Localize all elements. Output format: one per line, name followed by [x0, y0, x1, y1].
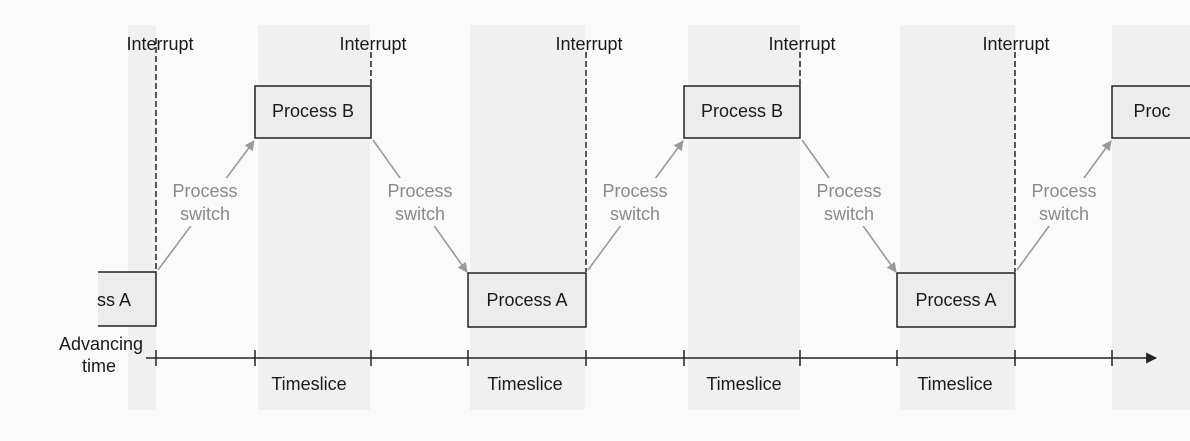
label-knockout	[1021, 178, 1107, 226]
timeslice-label: Timeslice	[487, 374, 562, 394]
process-switch-label-line2: switch	[180, 204, 230, 224]
box-label: Process A	[486, 290, 567, 310]
label-knockout	[592, 178, 678, 226]
timeslice-label: Timeslice	[706, 374, 781, 394]
interrupt-label: Interrupt	[982, 34, 1049, 54]
process-switch-label-line2: switch	[610, 204, 660, 224]
process-b-box	[254, 85, 372, 139]
box-label: Process B	[272, 101, 354, 121]
timeslice-label: Timeslice	[271, 374, 346, 394]
axis-label-line1: Advancing	[59, 334, 143, 354]
label-knockout	[806, 178, 892, 226]
process-a-box	[896, 272, 1016, 328]
process-a-box-partial	[98, 271, 157, 327]
process-switch-label-line1: Process	[602, 181, 667, 201]
label-knockout	[377, 178, 463, 226]
timeslice-label: Timeslice	[917, 374, 992, 394]
interrupt-label: Interrupt	[768, 34, 835, 54]
process-switch-label-line1: Process	[387, 181, 452, 201]
shade-band	[900, 25, 1015, 410]
process-switch-label-line1: Process	[1031, 181, 1096, 201]
shade-band	[470, 25, 585, 410]
label-knockout	[162, 178, 248, 226]
axis-label-line2: time	[82, 356, 116, 376]
box-label: ss A	[97, 290, 131, 310]
shade-band	[258, 25, 370, 410]
process-b-box-partial	[1111, 85, 1190, 139]
interrupt-label: Interrupt	[126, 34, 193, 54]
box-label: Process A	[915, 290, 996, 310]
shade-band	[128, 25, 156, 410]
process-a-box	[467, 272, 587, 328]
box-label: Proc	[1133, 101, 1170, 121]
process-switch-label-line2: switch	[395, 204, 445, 224]
process-switch-label-line2: switch	[824, 204, 874, 224]
box-label: Process B	[701, 101, 783, 121]
interrupt-label: Interrupt	[339, 34, 406, 54]
shade-band	[688, 25, 800, 410]
shade-band	[1112, 25, 1190, 410]
process-switch-label-line1: Process	[816, 181, 881, 201]
interrupt-label: Interrupt	[555, 34, 622, 54]
process-switch-label-line1: Process	[172, 181, 237, 201]
process-switch-label-line2: switch	[1039, 204, 1089, 224]
process-b-box	[683, 85, 801, 139]
